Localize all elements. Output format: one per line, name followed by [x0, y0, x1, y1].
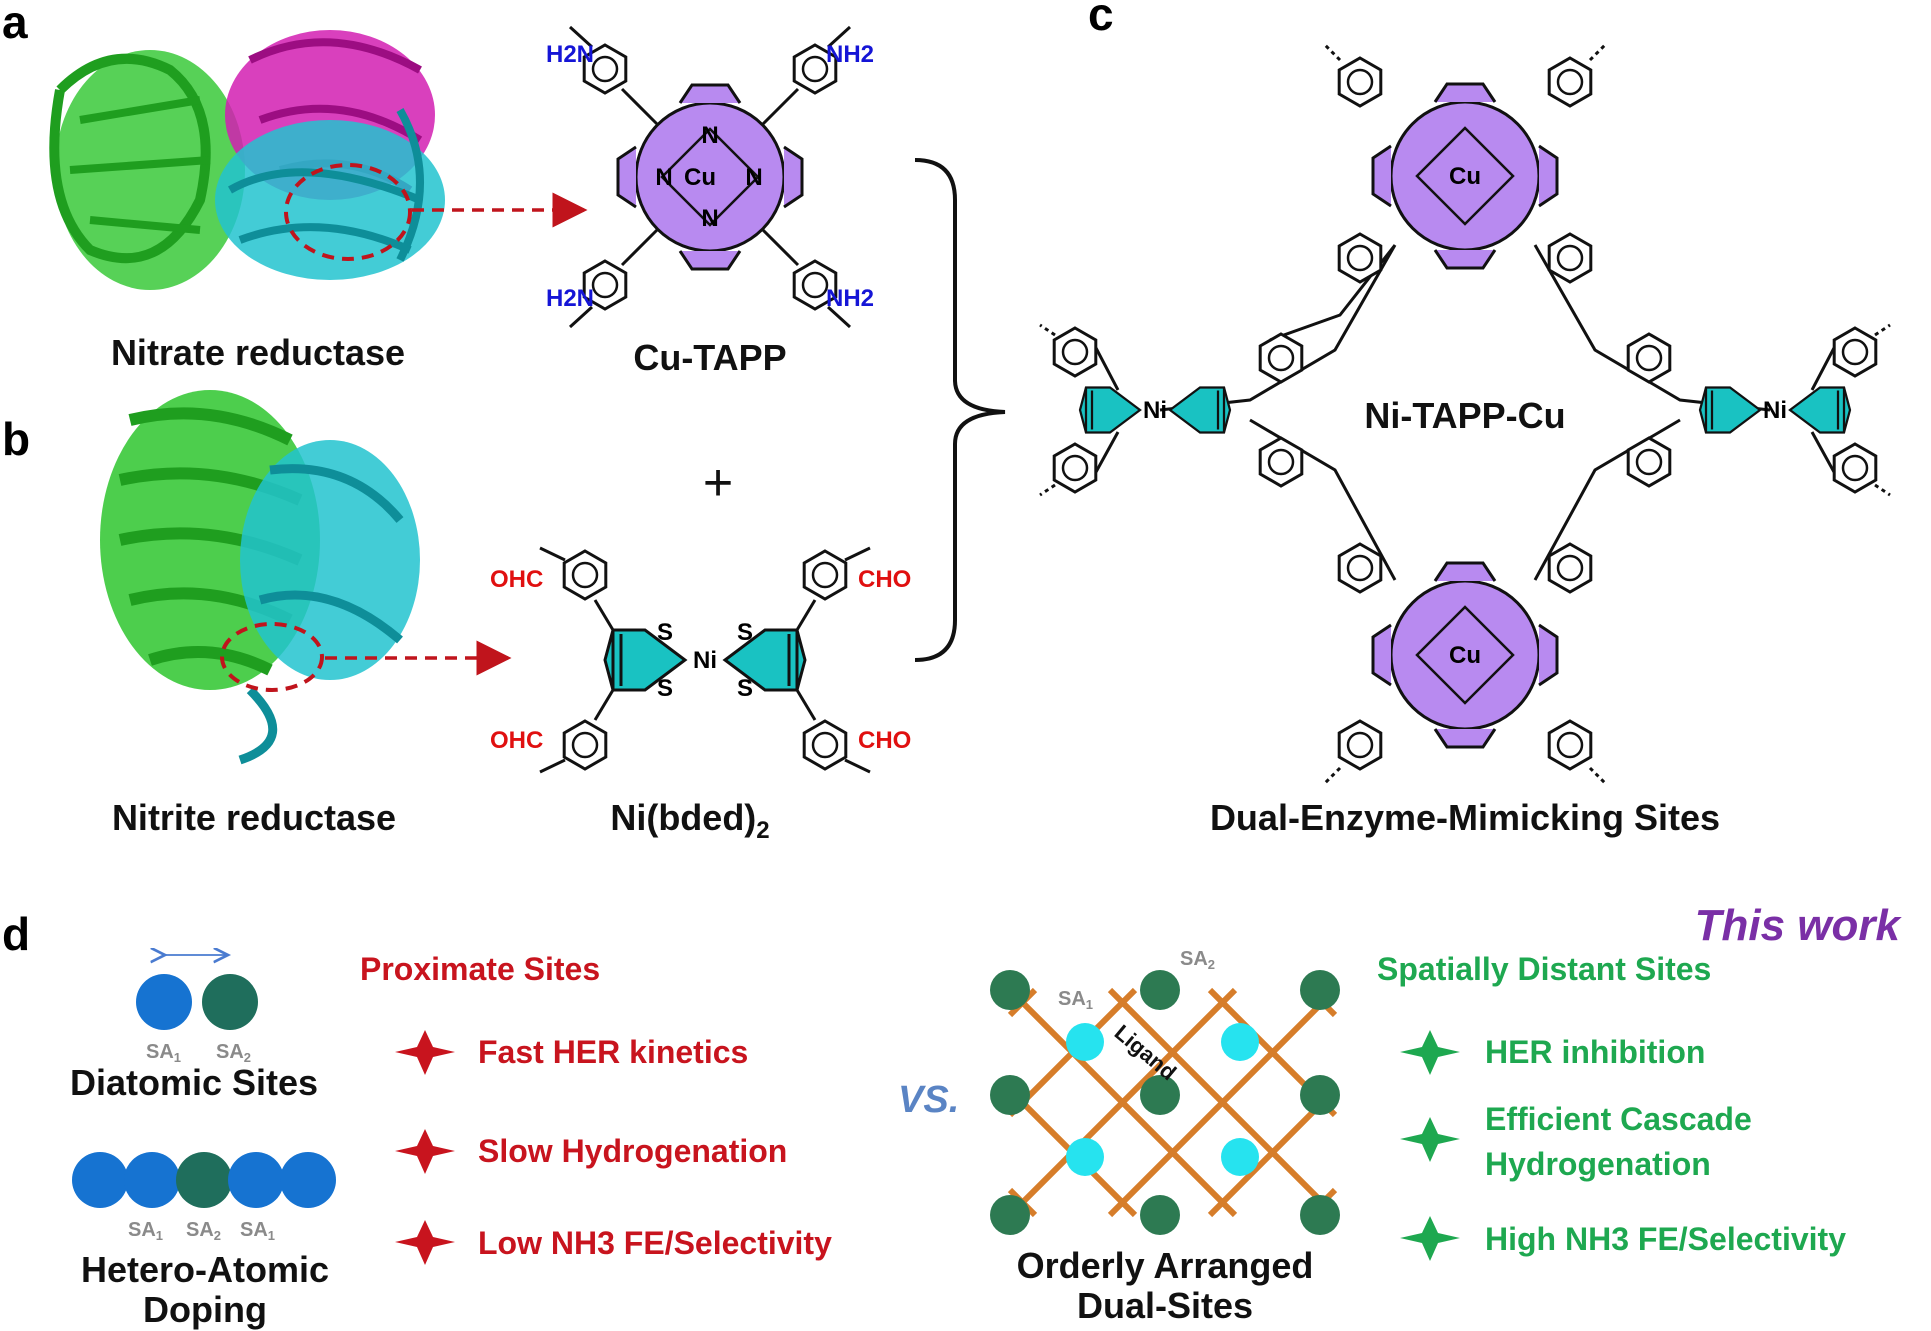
- distant-item-2b: Hydrogenation: [1485, 1146, 1711, 1182]
- proximate-item-2: Slow Hydrogenation: [478, 1133, 787, 1169]
- hetero-sa1-a: SA1: [128, 1219, 163, 1243]
- s-atom-3: S: [737, 619, 753, 646]
- combine-bracket: [914, 158, 1006, 662]
- panel-label-a: a: [2, 0, 28, 48]
- cho-bottom-right: CHO: [858, 727, 911, 754]
- cu-atom: Cu: [684, 164, 716, 191]
- proximate-title: Proximate Sites: [360, 951, 600, 987]
- grid-sa1: SA1: [1058, 988, 1093, 1012]
- proximate-list: [395, 1030, 455, 1265]
- grid-sa2: SA2: [1180, 948, 1215, 972]
- nitrite-reductase-structure: [100, 390, 420, 765]
- diatomic-site-1: [136, 974, 192, 1030]
- framework-ni-right: Ni: [1763, 397, 1787, 424]
- hetero-sa2: SA2: [186, 1219, 221, 1243]
- hetero-site-5: [280, 1152, 336, 1208]
- panel-label-c: c: [1088, 0, 1114, 40]
- h2n-bottom-left: H2N: [546, 285, 594, 312]
- orderly-label-2: Dual-Sites: [1077, 1285, 1253, 1326]
- hetero-label-2: Doping: [143, 1289, 267, 1330]
- diatomic-sa2: SA2: [216, 1041, 251, 1065]
- nitrite-reductase-label: Nitrite reductase: [112, 797, 396, 838]
- distant-list: [1400, 1030, 1460, 1261]
- vs-label: VS.: [898, 1079, 959, 1121]
- ohc-bottom-left: OHC: [490, 727, 543, 754]
- ohc-top-left: OHC: [490, 566, 543, 593]
- distant-title: Spatially Distant Sites: [1377, 951, 1711, 987]
- nh2-top-right: NH2: [826, 41, 874, 68]
- distant-item-3: High NH3 FE/Selectivity: [1485, 1221, 1846, 1257]
- ni-bded2-label: Ni(bded)2: [610, 797, 769, 844]
- n-atom-top: N: [701, 122, 718, 149]
- hetero-site-2: [124, 1152, 180, 1208]
- diatomic-sa1: SA1: [146, 1041, 181, 1065]
- diatomic-label: Diatomic Sites: [70, 1062, 318, 1103]
- h2n-top-left: H2N: [546, 41, 594, 68]
- nh2-bottom-right: NH2: [826, 285, 874, 312]
- distant-item-2a: Efficient Cascade: [1485, 1101, 1752, 1137]
- dual-enzyme-caption: Dual-Enzyme-Mimicking Sites: [1210, 797, 1720, 838]
- framework-ni-left: Ni: [1143, 397, 1167, 424]
- plus-sign: +: [703, 454, 733, 512]
- hetero-site-3: [176, 1152, 232, 1208]
- ni-bded2-molecule: [539, 546, 871, 774]
- panel-label-d: d: [2, 908, 30, 960]
- hetero-sa1-b: SA1: [240, 1219, 275, 1243]
- orderly-grid: [990, 970, 1340, 1235]
- n-atom-left: N: [655, 164, 672, 191]
- nitrate-reductase-structure: [49, 30, 445, 290]
- framework-cu-top: Cu: [1449, 163, 1481, 190]
- framework-cu-bottom: Cu: [1449, 642, 1481, 669]
- hetero-site-1: [72, 1152, 128, 1208]
- distant-item-1: HER inhibition: [1485, 1034, 1705, 1070]
- hetero-site-4: [228, 1152, 284, 1208]
- ni-tapp-cu-label: Ni-TAPP-Cu: [1364, 395, 1565, 436]
- ni-tapp-cu-framework: [1039, 43, 1891, 785]
- n-atom-right: N: [745, 164, 762, 191]
- cu-tapp-molecule: [568, 25, 852, 329]
- s-atom-4: S: [737, 675, 753, 702]
- nitrate-reductase-label: Nitrate reductase: [111, 332, 405, 373]
- cu-tapp-label: Cu-TAPP: [633, 337, 786, 378]
- s-atom-1: S: [657, 619, 673, 646]
- s-atom-2: S: [657, 675, 673, 702]
- panel-label-b: b: [2, 413, 30, 465]
- n-atom-bottom: N: [701, 205, 718, 232]
- hetero-label-1: Hetero-Atomic: [81, 1249, 329, 1290]
- proximate-item-1: Fast HER kinetics: [478, 1034, 748, 1070]
- orderly-label-1: Orderly Arranged: [1017, 1245, 1314, 1286]
- diatomic-site-2: [202, 974, 258, 1030]
- cho-top-right: CHO: [858, 566, 911, 593]
- proximate-item-3: Low NH3 FE/Selectivity: [478, 1225, 832, 1261]
- this-work-label: This work: [1695, 901, 1903, 950]
- ni-atom: Ni: [693, 647, 717, 674]
